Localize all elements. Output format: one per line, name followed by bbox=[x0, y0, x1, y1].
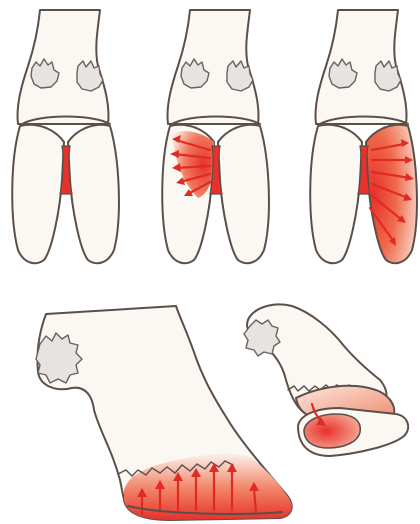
right-claw bbox=[68, 125, 119, 263]
front-view-panel-3 bbox=[310, 10, 417, 263]
dewclaw-right-icon bbox=[77, 61, 103, 91]
dewclaw-right-icon bbox=[227, 61, 253, 91]
side-view-panel-2 bbox=[244, 304, 408, 456]
dewclaw-right-icon bbox=[375, 61, 401, 91]
left-claw bbox=[310, 125, 362, 263]
left-claw bbox=[12, 125, 64, 263]
front-view-panel-1 bbox=[12, 10, 119, 263]
sole-lesion bbox=[304, 414, 360, 448]
right-claw bbox=[218, 125, 269, 263]
front-view-panel-2 bbox=[162, 10, 269, 263]
